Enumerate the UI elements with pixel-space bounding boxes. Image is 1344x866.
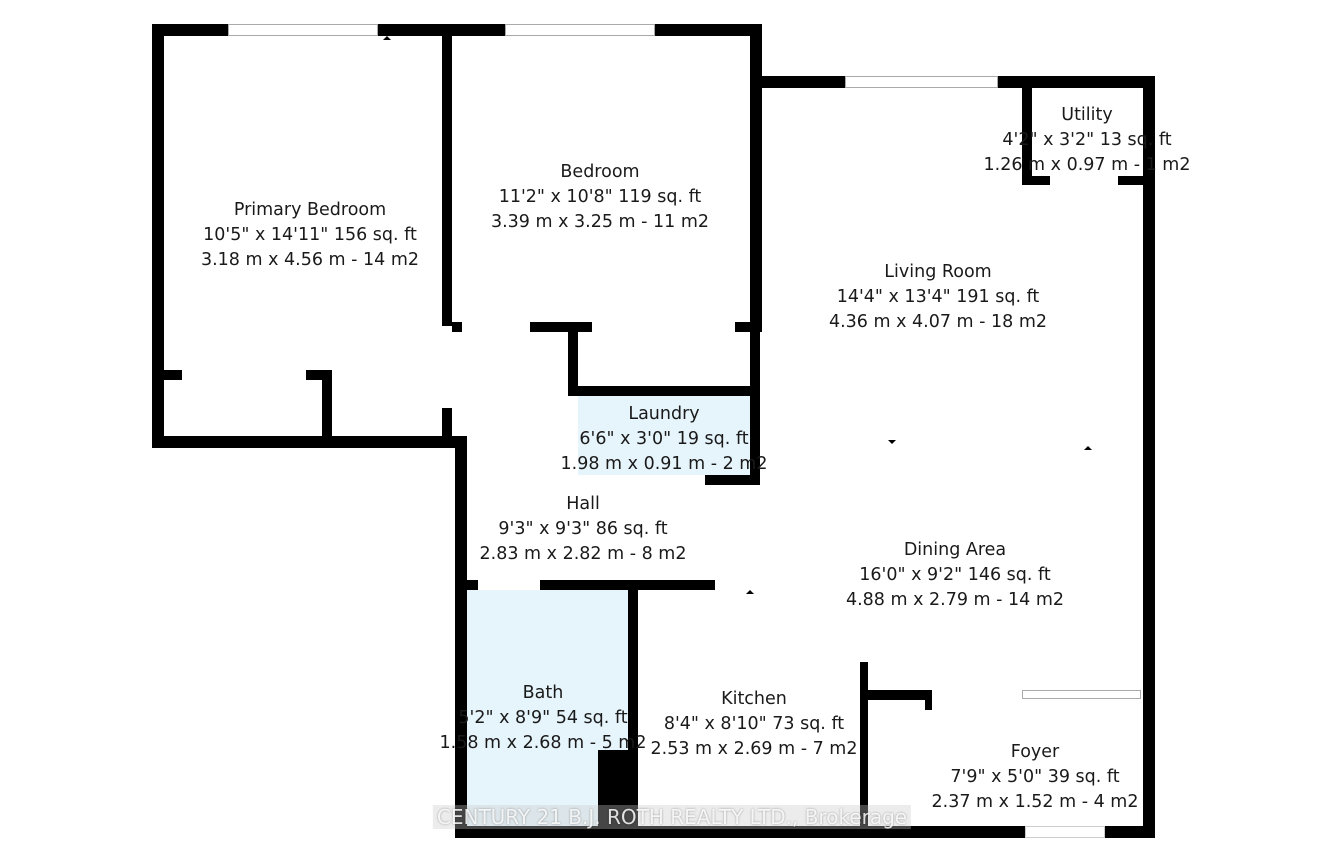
room-kitchen: Kitchen 8'4" x 8'10" 73 sq. ft 2.53 m x … [651,687,858,762]
counter [1022,690,1141,699]
room-imperial: 11'2" x 10'8" 119 sq. ft [498,187,702,207]
room-name: Kitchen [721,689,787,709]
room-name: Bath [522,683,564,703]
room-imperial: 7'9" x 5'0" 39 sq. ft [950,767,1120,787]
room-imperial: 14'4" x 13'4" 191 sq. ft [836,287,1040,307]
room-name: Hall [566,494,600,514]
room-imperial: 9'3" x 9'3" 86 sq. ft [498,519,668,539]
room-metric: 4.88 m x 2.79 m - 14 m2 [845,590,1065,610]
room-imperial: 4'2" x 3'2" 13 sq. ft [1002,130,1172,150]
room-name: Primary Bedroom [233,200,387,220]
room-hall: Hall 9'3" x 9'3" 86 sq. ft 2.83 m x 2.82… [480,492,687,567]
room-bath: Bath 5'2" x 8'9" 54 sq. ft 1.58 m x 2.68… [440,681,647,756]
room-metric: 1.98 m x 0.91 m - 2 m2 [560,454,768,474]
room-name: Foyer [1010,742,1060,762]
room-metric: 3.39 m x 3.25 m - 11 m2 [490,212,710,232]
room-metric: 2.83 m x 2.82 m - 8 m2 [479,544,687,564]
marker-icon [746,590,754,594]
window [845,76,998,88]
room-name: Utility [1061,105,1113,125]
door [1025,826,1105,838]
room-metric: 2.37 m x 1.52 m - 4 m2 [931,792,1139,812]
room-metric: 4.36 m x 4.07 m - 18 m2 [828,312,1048,332]
room-name: Living Room [884,262,992,282]
window [228,24,378,36]
room-laundry: Laundry 6'6" x 3'0" 19 sq. ft 1.98 m x 0… [561,402,768,477]
room-name: Bedroom [560,162,640,182]
room-dining-area: Dining Area 16'0" x 9'2" 146 sq. ft 4.88… [846,538,1064,613]
room-metric: 1.26 m x 0.97 m - 1 m2 [983,155,1191,175]
room-metric: 3.18 m x 4.56 m - 14 m2 [200,250,420,270]
room-name: Laundry [628,404,700,424]
marker-icon [660,392,668,396]
room-metric: 1.58 m x 2.68 m - 5 m2 [439,733,647,753]
room-utility: Utility 4'2" x 3'2" 13 sq. ft 1.26 m x 0… [984,103,1191,178]
marker-icon [1084,446,1092,450]
marker-icon [888,440,896,444]
room-imperial: 16'0" x 9'2" 146 sq. ft [859,565,1051,585]
room-imperial: 10'5" x 14'11" 156 sq. ft [203,225,417,245]
room-name: Dining Area [903,540,1007,560]
room-imperial: 5'2" x 8'9" 54 sq. ft [458,708,628,728]
room-foyer: Foyer 7'9" x 5'0" 39 sq. ft 2.37 m x 1.5… [932,740,1139,815]
room-imperial: 6'6" x 3'0" 19 sq. ft [579,429,749,449]
room-bedroom: Bedroom 11'2" x 10'8" 119 sq. ft 3.39 m … [491,160,709,235]
window [505,24,655,36]
room-living-room: Living Room 14'4" x 13'4" 191 sq. ft 4.3… [829,260,1047,335]
brokerage-watermark: CENTURY 21 B.J. ROTH REALTY LTD., Broker… [432,805,912,829]
marker-icon [383,36,391,40]
room-primary-bedroom: Primary Bedroom 10'5" x 14'11" 156 sq. f… [201,198,419,273]
laundry-fill [578,396,750,475]
room-metric: 2.53 m x 2.69 m - 7 m2 [650,739,858,759]
room-imperial: 8'4" x 8'10" 73 sq. ft [663,714,845,734]
